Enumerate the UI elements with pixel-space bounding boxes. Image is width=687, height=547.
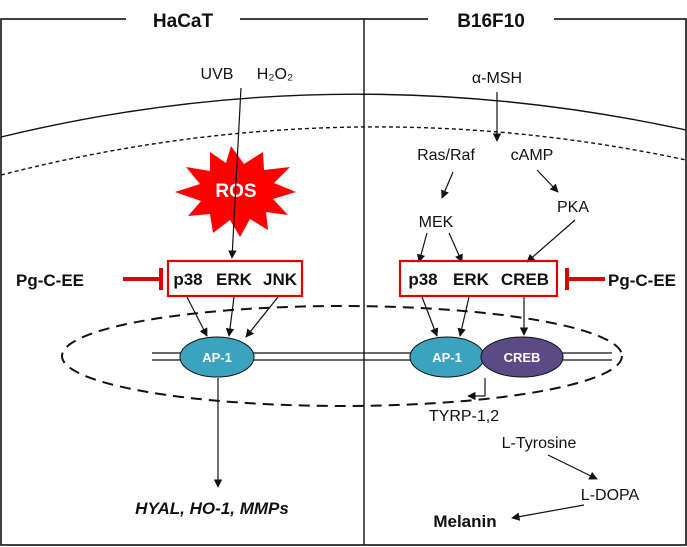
creb-label: CREB xyxy=(504,350,541,365)
panel-title-b16f10: B16F10 xyxy=(457,11,525,32)
left-kinase-jnk: JNK xyxy=(263,270,298,289)
right-kinase-p38: p38 xyxy=(408,270,437,289)
panel-title-hacat: HaCaT xyxy=(153,11,214,32)
left-kinase-box xyxy=(166,259,304,298)
right-kinase-erk: ERK xyxy=(453,270,490,289)
ap1-right-label: AP-1 xyxy=(432,350,462,365)
ap1-left-label: AP-1 xyxy=(202,350,232,365)
melanin-label: Melanin xyxy=(433,512,496,531)
rasraf-label: Ras/Raf xyxy=(417,147,475,164)
cell-membrane-outer xyxy=(0,93,687,138)
right-kinase-box xyxy=(398,259,559,298)
pka-label: PKA xyxy=(557,199,589,216)
nucleus xyxy=(61,305,623,407)
right-kinase-creb: CREB xyxy=(501,270,549,289)
ldopa-label: L-DOPA xyxy=(581,487,640,504)
camp-label: cAMP xyxy=(511,147,554,164)
left-kinase-p38: p38 xyxy=(173,270,202,289)
ltyrosine-label: L-Tyrosine xyxy=(502,435,577,452)
outer-frame xyxy=(0,18,687,546)
uvb-label: UVB xyxy=(201,66,234,83)
left-inhibitor-label: Pg-C-EE xyxy=(16,271,84,290)
h2o2-label: H₂O₂ xyxy=(257,66,293,83)
left-targets-label: HYAL, HO-1, MMPs xyxy=(135,499,289,518)
mek-label: MEK xyxy=(419,214,454,231)
left-kinase-erk: ERK xyxy=(216,270,253,289)
ap1-left xyxy=(179,336,255,378)
tyrp-label: TYRP-1,2 xyxy=(429,408,499,425)
cell-membrane-inner xyxy=(0,126,687,176)
right-inhibitor-label: Pg-C-EE xyxy=(608,271,676,290)
amsh-label: α-MSH xyxy=(472,70,522,87)
creb-right xyxy=(480,336,564,378)
